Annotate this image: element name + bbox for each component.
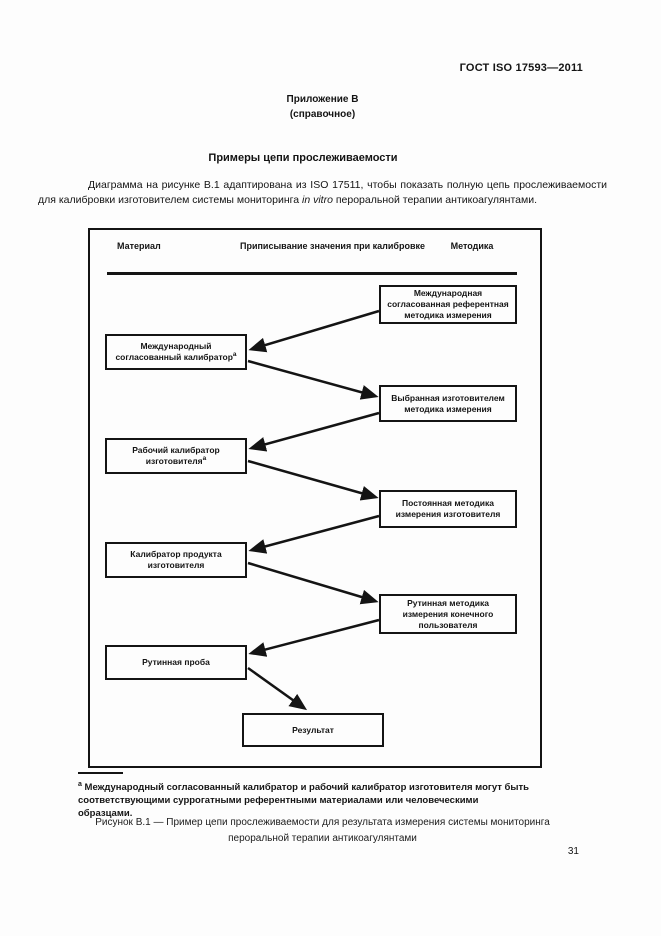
box-label: Постоянная методика измерения изготовите… xyxy=(395,498,501,519)
diagram-box-result: Результат xyxy=(242,713,384,747)
figure-caption: Рисунок В.1 — Пример цепи прослеживаемос… xyxy=(38,815,607,847)
header-separator-line xyxy=(107,272,517,275)
traceability-diagram: Материал Приписывание значения при калиб… xyxy=(88,228,542,768)
box-label: Рутинная проба xyxy=(142,657,210,667)
section-title: Примеры цепи прослеживаемости xyxy=(208,152,398,164)
box-label: Международный согласованный калибратор xyxy=(115,341,233,362)
box-label: Рабочий калибратор изготовителя xyxy=(132,445,220,466)
annex-title: Приложение В xyxy=(286,94,359,105)
box-label: Рутинная методика измерения конечного по… xyxy=(402,597,494,630)
box-label: Международная согласованная референтная … xyxy=(387,288,509,320)
intro-text-after: пероральной терапии антикоагулянтами. xyxy=(332,194,537,206)
figure-caption-line1: Рисунок В.1 — Пример цепи прослеживаемос… xyxy=(95,817,550,828)
figure-caption-line2: пероральной терапии антикоагулянтами xyxy=(228,833,417,844)
box-label: Калибратор продукта изготовителя xyxy=(130,549,222,570)
footnote-marker: а xyxy=(78,781,82,788)
intro-paragraph: Диаграмма на рисунке В.1 адаптирована из… xyxy=(38,178,607,208)
diagram-box-end-user-routine-procedure: Рутинная методика измерения конечного по… xyxy=(379,594,517,634)
footnote-marker-ref: а xyxy=(232,351,237,359)
box-label: Результат xyxy=(292,724,334,735)
footnote-text: Международный согласованный калибратор и… xyxy=(78,782,529,820)
diagram-box-routine-sample: Рутинная проба xyxy=(105,645,247,680)
diagram-box-international-calibrator: Международный согласованный калибратора xyxy=(105,334,247,370)
diagram-box-manufacturer-selected-procedure: Выбранная изготовителем методика измерен… xyxy=(379,385,517,422)
intro-text-before: Диаграмма на рисунке В.1 адаптирована из… xyxy=(38,179,607,206)
footnote-marker-ref: а xyxy=(202,455,207,463)
flow-arrows xyxy=(247,309,380,711)
page-number: 31 xyxy=(567,846,579,857)
column-header-value-assignment: Приписывание значения при калибровке xyxy=(240,241,426,251)
column-header-procedure: Методика xyxy=(450,241,494,251)
column-header-material: Материал xyxy=(117,241,161,251)
diagram-box-manufacturer-standing-procedure: Постоянная методика измерения изготовите… xyxy=(379,490,517,528)
annex-subtitle: (справочное) xyxy=(289,109,356,120)
diagram-box-international-reference-procedure: Международная согласованная референтная … xyxy=(379,285,517,324)
diagram-box-manufacturer-working-calibrator: Рабочий калибратор изготовителяа xyxy=(105,438,247,474)
intro-text-italic: in vitro xyxy=(302,194,333,206)
annex-heading: Приложение В (справочное) xyxy=(38,92,607,122)
box-label: Выбранная изготовителем методика измерен… xyxy=(391,392,505,414)
figure-footnote: а Международный согласованный калибратор… xyxy=(78,772,530,820)
footnote-text-line: а Международный согласованный калибратор… xyxy=(78,778,530,820)
diagram-box-product-calibrator: Калибратор продукта изготовителя xyxy=(105,542,247,578)
footnote-rule xyxy=(78,772,123,774)
document-standard-number: ГОСТ ISO 17593—2011 xyxy=(459,62,583,74)
